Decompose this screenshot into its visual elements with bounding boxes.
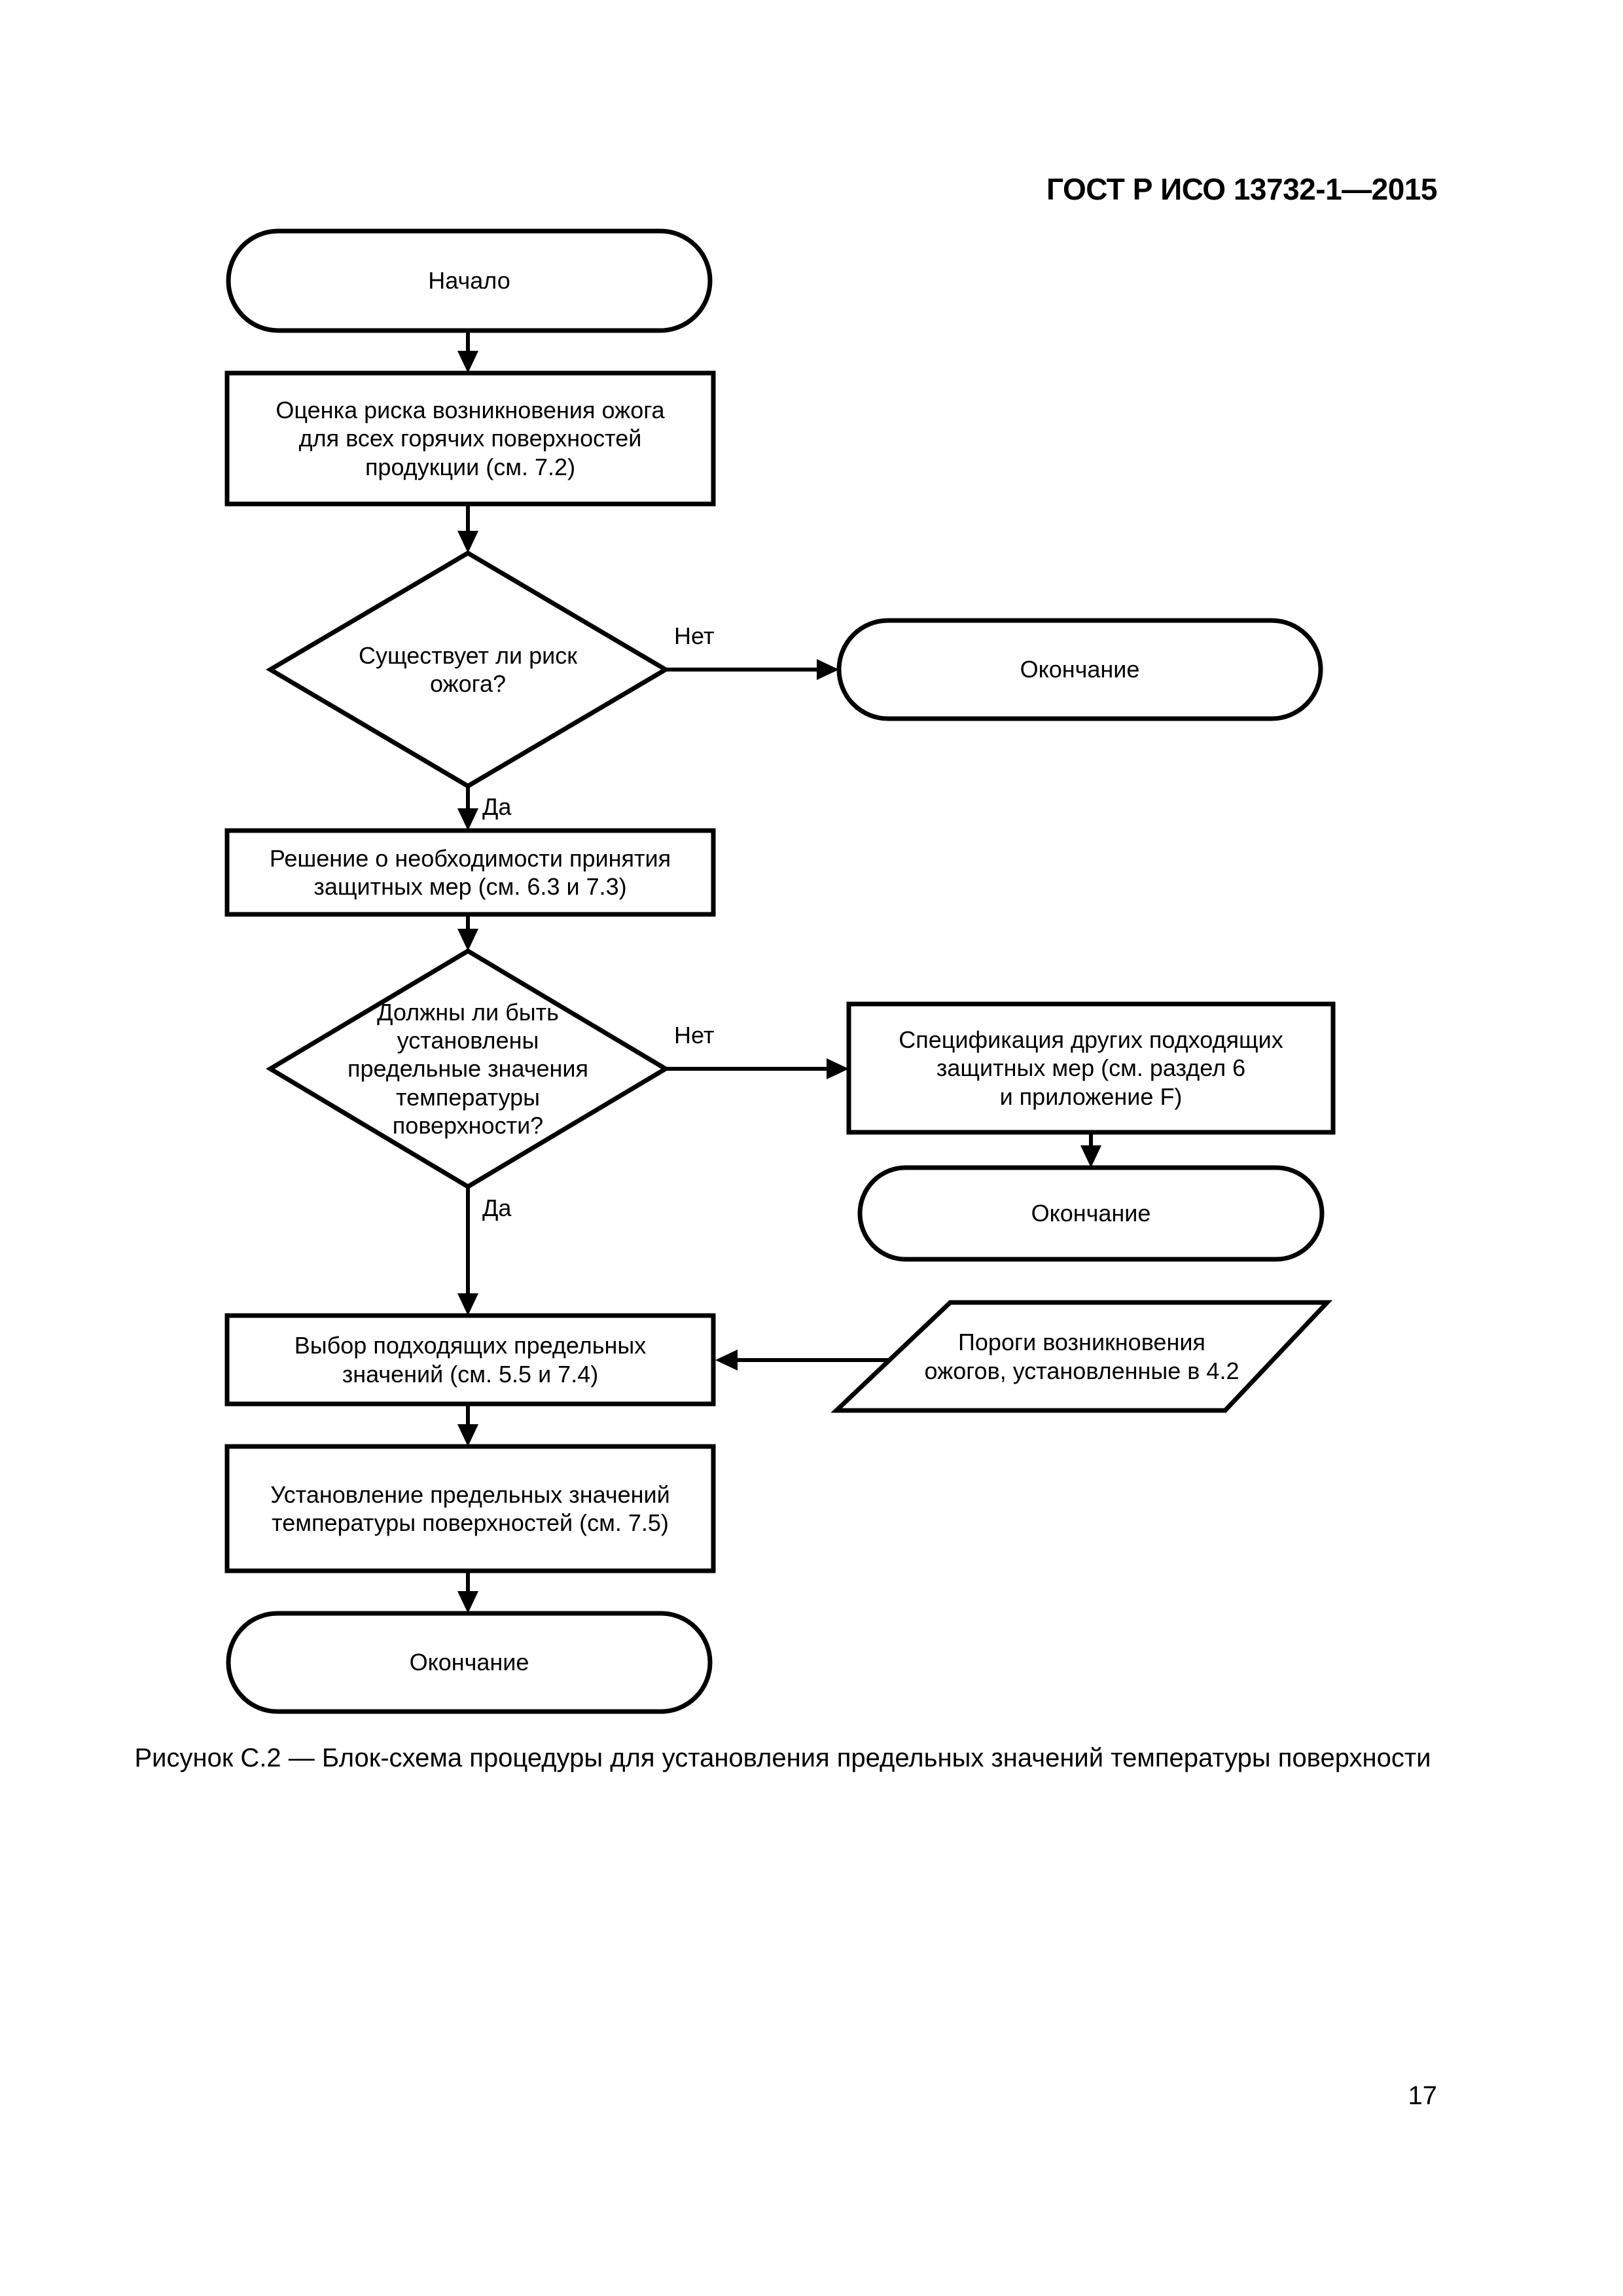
arrowhead-start-to-assess [457,351,478,373]
arrowhead-assess-to-decision1 [457,531,478,553]
arrowhead-decision2-no [827,1058,849,1079]
arrowhead-decision1-yes [457,808,478,831]
end-terminator-3-label: Окончание [409,1649,529,1676]
risk-decision-label: Существует ли риск ожога? [359,641,577,697]
assess-risk-box-shape [224,370,716,507]
arrowhead-decide-to-decision2 [457,929,478,951]
arrowhead-thresholds-to-select [715,1350,738,1371]
establish-limits-box-shape [224,1444,716,1573]
decision2-no-label: Нет [674,1022,715,1049]
decision1-yes-label: Да [482,793,512,820]
end-terminator-3-shape [226,1611,713,1714]
burn-thresholds-parallelogram-shape [830,1300,1333,1413]
spec-measures-box-shape [846,1001,1336,1135]
document-header: ГОСТ Р ИСО 13732-1—2015 [1046,172,1438,206]
end-terminator-1-label: Окончание [1020,656,1140,683]
start-terminator-label: Начало [428,267,510,295]
decision1-no-label: Нет [674,622,715,649]
establish-limits-box-label: Установление предельных значений темпера… [270,1480,670,1536]
burn-thresholds-label: Пороги возникновения ожогов, установленн… [924,1329,1240,1384]
arrowhead-decision1-no [817,659,839,680]
assess-risk-box-label: Оценка риска возникновения ожога для все… [276,397,665,480]
arrowhead-spec-to-end2 [1080,1145,1101,1168]
spec-measures-box-label: Спецификация других подходящих защитных … [899,1026,1283,1110]
decide-measures-box-shape [224,828,716,917]
select-limits-box-label: Выбор подходящих предельных значений (см… [294,1332,647,1388]
arrowhead-select-to-establish [457,1424,478,1446]
arrowhead-establish-to-end3 [457,1591,478,1613]
end-terminator-2-label: Окончание [1031,1200,1151,1227]
decision2-yes-label: Да [482,1194,512,1221]
select-limits-box-shape [224,1313,716,1407]
page-number: 17 [1408,2081,1438,2110]
figure-caption: Рисунок С.2 — Блок-схема процедуры для у… [134,1744,1431,1772]
limits-decision-label: Должны ли быть установлены предельные зн… [348,999,588,1139]
decide-measures-box-label: Решение о необходимости принятия защитны… [269,844,671,900]
arrowhead-decision2-yes [457,1293,478,1316]
